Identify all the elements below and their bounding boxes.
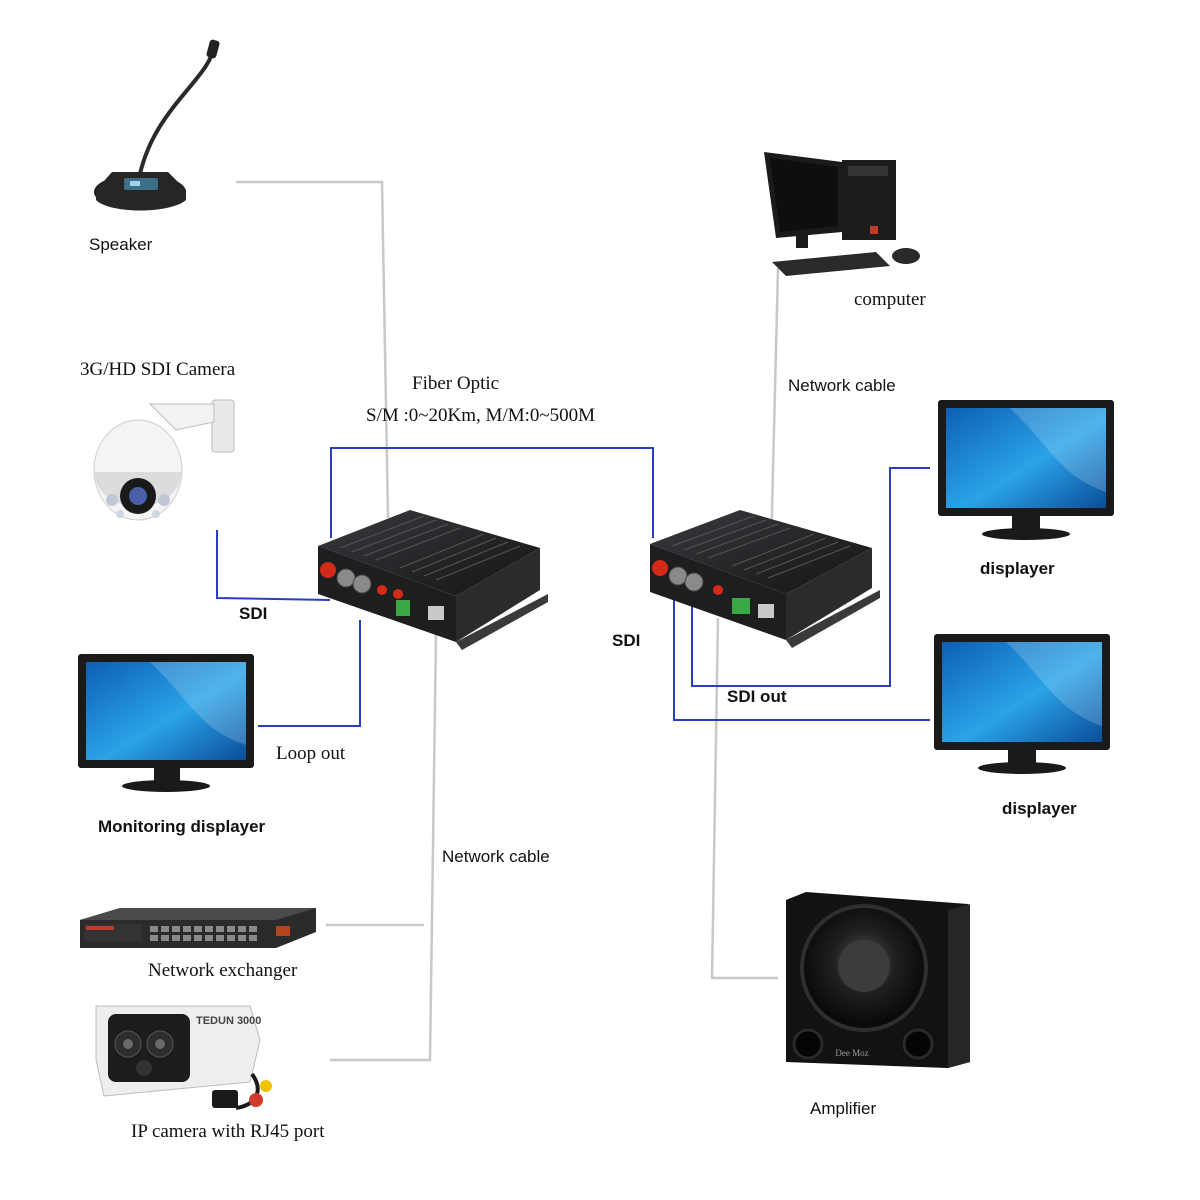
- camera-label: 3G/HD SDI Camera: [80, 359, 236, 380]
- amplifier-audio-cable: [710, 617, 778, 980]
- sdi-right-label: SDI: [612, 631, 641, 650]
- sdi-out-cable-1: [691, 467, 930, 687]
- computer-label: computer: [854, 289, 926, 310]
- sdi-input-cable: [216, 530, 331, 601]
- ip-bullet-camera: TEDUN 3000: [95, 1005, 272, 1110]
- sdi-out-cable-2: [673, 600, 930, 721]
- amplifier-brand: Dee Moz: [835, 1048, 868, 1058]
- fiber-optic-cable: [330, 447, 654, 538]
- desktop-computer: [764, 152, 920, 276]
- fiber-optic-spec: S/M :0~20Km, M/M:0~500M: [366, 405, 596, 426]
- display-2: [934, 634, 1110, 774]
- display-1: [938, 400, 1114, 540]
- fiber-transceiver-rx: [650, 510, 880, 648]
- ptz-sdi-camera: [93, 399, 235, 521]
- network-cable-left: [330, 631, 438, 1062]
- network-cable-top-label: Network cable: [788, 376, 896, 395]
- network-switch: [80, 908, 316, 948]
- sdi-out-label: SDI out: [727, 687, 787, 706]
- displayer-2-label: displayer: [1002, 799, 1077, 818]
- ip-camera-brand: TEDUN 3000: [196, 1015, 261, 1027]
- fiber-transceiver-tx: [318, 510, 548, 650]
- displayer-1-label: displayer: [980, 559, 1055, 578]
- loop-out-label: Loop out: [276, 743, 346, 764]
- network-exchanger-label: Network exchanger: [148, 960, 298, 981]
- sdi-left-label: SDI: [239, 604, 268, 623]
- amplifier-label: Amplifier: [810, 1099, 877, 1118]
- monitoring-display: [78, 654, 254, 792]
- loop-out-cable: [258, 620, 361, 727]
- ip-camera-label: IP camera with RJ45 port: [131, 1121, 325, 1142]
- amplifier-subwoofer: Dee Moz: [786, 892, 970, 1068]
- speaker-label: Speaker: [89, 235, 153, 254]
- monitoring-displayer-label: Monitoring displayer: [98, 817, 266, 836]
- speaker-audio-cable: [236, 180, 390, 519]
- network-cable-bottom-label: Network cable: [442, 847, 550, 866]
- gooseneck-microphone: [94, 39, 220, 211]
- cables: [216, 180, 930, 1062]
- fiber-optic-title: Fiber Optic: [412, 373, 500, 394]
